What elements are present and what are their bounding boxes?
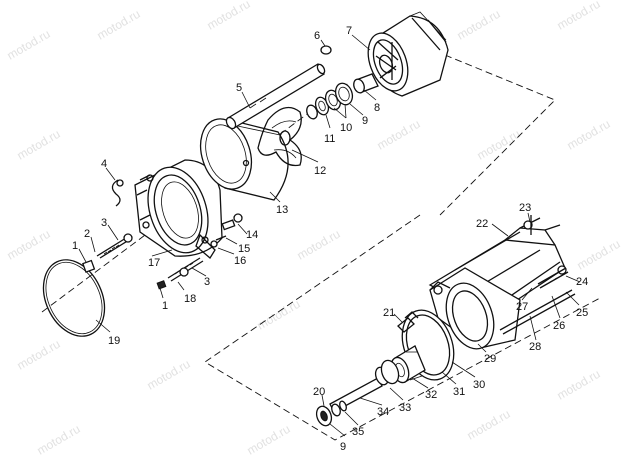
callout-30: 30	[473, 379, 485, 391]
callout-32: 32	[425, 389, 437, 401]
callout-12: 12	[314, 165, 326, 177]
watermark: motod.ru	[475, 127, 523, 163]
watermark: motod.ru	[255, 297, 303, 333]
lower-seals	[315, 400, 347, 427]
callout-26: 26	[553, 320, 565, 332]
callout-35: 35	[352, 426, 364, 438]
watermark: motod.ru	[245, 422, 293, 458]
leader-lines	[78, 34, 581, 437]
callout-33: 33	[399, 402, 411, 414]
callout-2: 2	[84, 228, 90, 240]
watermark: motod.ru	[555, 0, 603, 33]
watermark: motod.ru	[465, 407, 513, 443]
callout-labels: 1 2 3 3 4 5 6 7 8 9 9 10 11 12 13 14 15 …	[72, 25, 588, 453]
watermark: motod.ru	[455, 7, 503, 43]
o-ring-small	[320, 45, 332, 55]
watermark: motod.ru	[295, 227, 343, 263]
shaft-sleeve	[353, 73, 379, 94]
callout-17: 17	[148, 257, 160, 269]
left-fasteners	[82, 233, 204, 290]
callout-19: 19	[108, 335, 120, 347]
callout-9: 9	[340, 441, 346, 453]
callout-27: 27	[516, 301, 528, 313]
stator-housing	[367, 11, 449, 97]
callout-18: 18	[184, 293, 196, 305]
small-bracket	[397, 317, 415, 333]
callout-7: 7	[346, 25, 352, 37]
impeller	[257, 106, 302, 167]
watermark: motod.ru	[555, 367, 603, 403]
drive-shaft	[225, 63, 326, 130]
assembly-line-lower	[204, 214, 601, 441]
gasket-ring	[42, 259, 106, 337]
watermark: motod.ru	[205, 0, 253, 33]
callout-14: 14	[246, 229, 258, 241]
wear-ring-liner	[199, 118, 289, 201]
watermark: motod.ru	[35, 422, 83, 458]
callout-28: 28	[529, 341, 541, 353]
callout-34: 34	[377, 406, 389, 418]
callout-13: 13	[276, 204, 288, 216]
callout-11: 11	[324, 133, 335, 145]
callout-10: 10	[340, 122, 352, 134]
watermark: motod.ru	[5, 227, 53, 263]
callout-21: 21	[383, 307, 395, 319]
callout-23: 23	[519, 202, 531, 214]
hose-clip	[111, 179, 124, 207]
callout-1: 1	[72, 240, 78, 252]
callout-3: 3	[101, 217, 107, 229]
callout-25: 25	[576, 307, 588, 319]
nozzle-housing	[429, 267, 521, 350]
steering-rod	[499, 289, 576, 335]
watermark: motod.ru	[5, 27, 53, 63]
callout-29: 29	[484, 353, 496, 365]
watermark: motod.ru	[95, 7, 143, 43]
callout-15: 15	[238, 243, 250, 255]
callout-8: 8	[374, 102, 380, 114]
callout-20: 20	[313, 386, 325, 398]
callout-1: 1	[162, 300, 168, 312]
watermark: motod.ru	[15, 127, 63, 163]
callout-16: 16	[234, 255, 246, 267]
watermark: motod.ru	[15, 337, 63, 373]
watermark: motod.ru	[375, 117, 423, 153]
assembly-line-upper	[439, 54, 556, 216]
housing-bolts	[210, 213, 243, 248]
callout-9: 9	[362, 115, 368, 127]
callout-31: 31	[453, 386, 465, 398]
callout-3: 3	[204, 276, 210, 288]
callout-5: 5	[236, 82, 242, 94]
watermark: motod.ru	[565, 117, 613, 153]
callout-24: 24	[576, 276, 588, 288]
watermark: motod.ru	[145, 357, 193, 393]
pump-housing	[134, 159, 223, 259]
callout-4: 4	[101, 158, 107, 170]
bearings-and-seals	[306, 82, 354, 120]
callout-6: 6	[314, 30, 320, 42]
watermark: motod.ru	[575, 237, 623, 273]
callout-22: 22	[476, 218, 488, 230]
